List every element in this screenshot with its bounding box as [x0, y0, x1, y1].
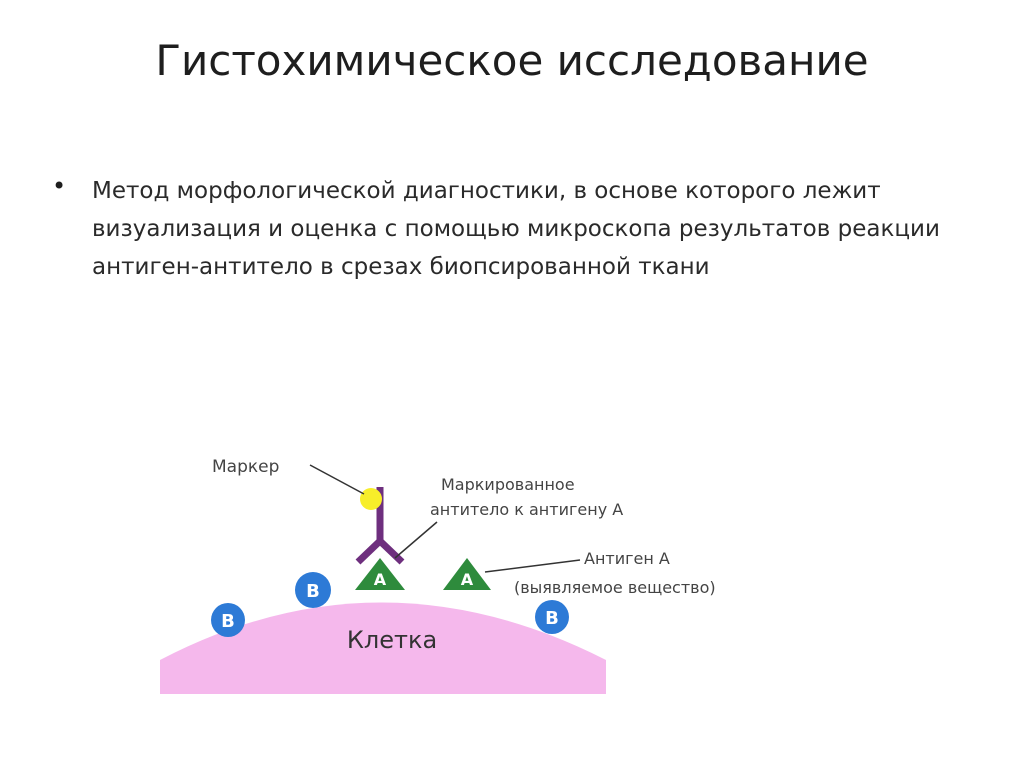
- antigen-b-letter: B: [221, 611, 235, 632]
- antigen-a-letter: A: [461, 570, 474, 589]
- marker-dot: [360, 488, 382, 510]
- slide-title: Гистохимическое исследование: [155, 36, 869, 85]
- cell-shape: [160, 602, 606, 694]
- antigen-b-3: B: [535, 600, 569, 634]
- bullet-point: •: [52, 172, 67, 200]
- antibody-pointer: [394, 521, 438, 559]
- antigen-a-letter: A: [374, 570, 387, 589]
- cell-label: Клетка: [347, 626, 437, 654]
- antigen-a-bound: A: [355, 558, 405, 590]
- antigen-b-2: B: [211, 603, 245, 637]
- antibody-label-line1: Маркированное: [441, 475, 575, 494]
- antigen-label-line1: Антиген А: [584, 549, 670, 568]
- antigen-b-1: B: [295, 572, 331, 608]
- antigen-b-letter: B: [545, 608, 559, 629]
- antigen-b-letter: B: [306, 581, 320, 602]
- marker-pointer: [309, 464, 365, 495]
- marker-label: Маркер: [212, 457, 279, 477]
- bullet-text: Метод морфологической диагностики, в осн…: [92, 178, 940, 280]
- antigen-pointer: [484, 559, 581, 573]
- antigen-label-line2: (выявляемое вещество): [514, 578, 716, 597]
- antibody-label-line2: антитело к антигену А: [430, 500, 623, 519]
- antigen-a-free: A: [443, 558, 491, 590]
